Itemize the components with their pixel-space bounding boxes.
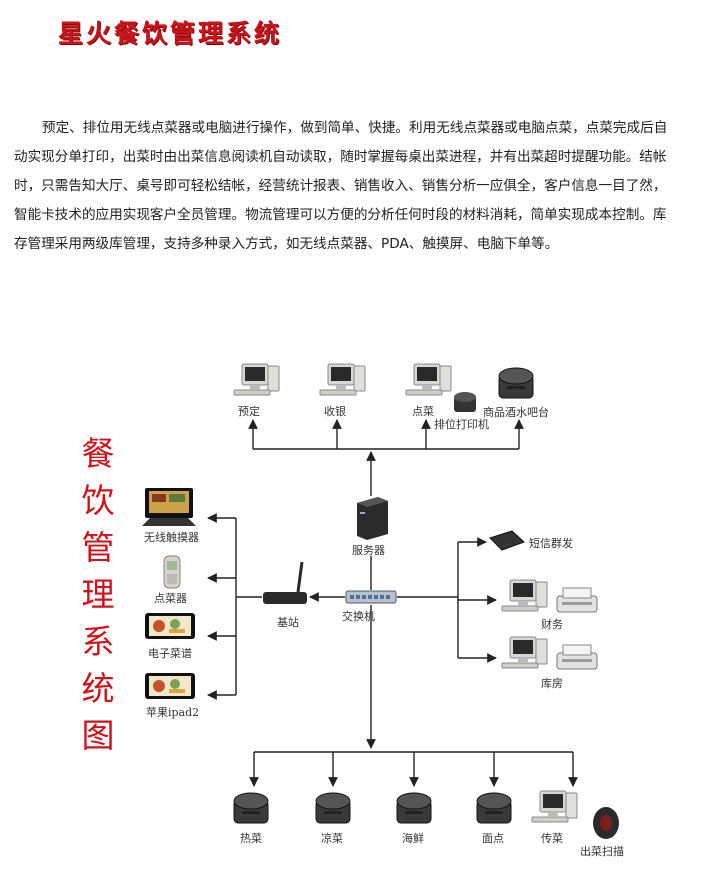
- hot-dish-printer-icon: [233, 792, 269, 824]
- label-queue-printer: 排位打印机: [434, 418, 489, 431]
- label-finance: 财务: [541, 618, 563, 631]
- label-serve: 传菜: [541, 832, 563, 845]
- cashier-computer-icon: [319, 363, 366, 396]
- reserve-computer-icon: [233, 363, 280, 396]
- label-menu: 电子菜谱: [148, 647, 192, 660]
- side-title-char: 图: [81, 716, 115, 755]
- sms-device-icon: [489, 530, 525, 551]
- label-touch: 无线触摸器: [144, 531, 199, 544]
- warehouse-printer-icon: [556, 644, 598, 670]
- page-title: 星火餐饮管理系统: [58, 19, 283, 48]
- base-station-icon: [263, 561, 307, 604]
- label-pastry: 面点: [482, 832, 504, 845]
- side-title-char: 餐: [81, 434, 115, 473]
- switch-icon: [345, 590, 397, 604]
- pastry-printer-icon: [476, 792, 512, 824]
- seafood-printer-icon: [396, 792, 432, 824]
- ipad-icon: [145, 673, 195, 699]
- side-title-char: 管: [81, 528, 115, 567]
- label-server: 服务器: [352, 544, 385, 557]
- scanner-icon: [593, 807, 619, 839]
- warehouse-computer-icon: [501, 636, 548, 669]
- side-title-char: 统: [81, 669, 115, 708]
- side-title-char: 理: [81, 575, 115, 614]
- label-order: 点菜: [412, 405, 434, 418]
- label-ipad: 苹果ipad2: [146, 706, 200, 719]
- label-warehouse: 库房: [541, 677, 563, 690]
- finance-computer-icon: [501, 579, 548, 612]
- label-switch: 交换机: [342, 610, 375, 623]
- side-title-char: 系: [81, 622, 115, 661]
- label-hot: 热菜: [240, 832, 262, 845]
- order-computer-icon: [405, 363, 452, 396]
- label-bar: 商品酒水吧台: [483, 406, 549, 419]
- label-sms: 短信群发: [529, 537, 573, 550]
- queue-printer-icon: [454, 392, 476, 412]
- handheld-icon: [163, 555, 181, 589]
- touch-terminal-icon: [142, 488, 196, 526]
- intro-paragraph: 预定、排位用无线点菜器或电脑进行操作，做到简单、快捷。利用无线点菜器或电脑点菜，…: [14, 120, 668, 252]
- server-icon: [357, 497, 388, 540]
- label-seafood: 海鲜: [402, 832, 424, 845]
- finance-printer-icon: [556, 587, 598, 613]
- e-menu-icon: [145, 613, 195, 639]
- side-title: 餐 饮 管 理 系 统 图: [78, 430, 118, 759]
- label-handheld: 点菜器: [154, 592, 187, 605]
- label-scanner: 出菜扫描: [580, 845, 624, 858]
- label-base-station: 基站: [277, 616, 299, 629]
- label-cold: 凉菜: [321, 832, 343, 845]
- side-title-char: 饮: [81, 481, 115, 520]
- label-cashier: 收银: [324, 405, 346, 418]
- label-reserve: 预定: [238, 405, 260, 418]
- cold-dish-printer-icon: [315, 792, 351, 824]
- serve-computer-icon: [531, 790, 578, 823]
- bar-printer-icon: [498, 367, 534, 399]
